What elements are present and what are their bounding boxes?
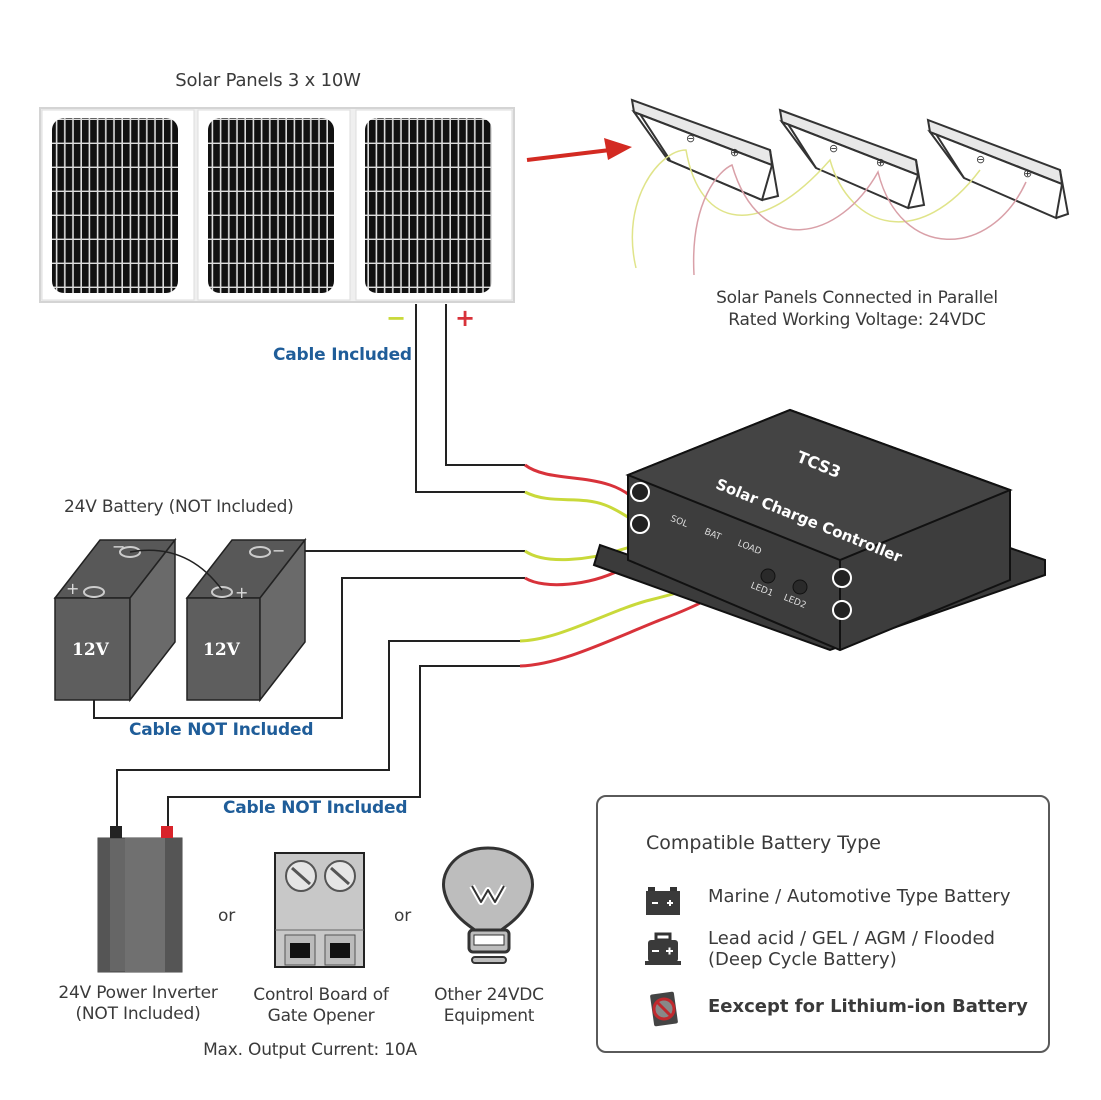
legend-item-lead-acid: Lead acid / GEL / AGM / Flooded (Deep Cy…	[708, 928, 995, 970]
svg-text:+: +	[66, 579, 79, 598]
parallel-caption-line2: Rated Working Voltage: 24VDC	[728, 310, 986, 330]
svg-text:⊖: ⊖	[686, 132, 695, 145]
svg-text:−: −	[112, 537, 125, 556]
charge-controller	[592, 408, 1046, 652]
tilted-panel-2: ⊖ ⊕	[778, 108, 926, 210]
battery-cable-note: Cable NOT Included	[129, 720, 314, 740]
load-cable-note: Cable NOT Included	[223, 798, 408, 818]
svg-text:⊕: ⊕	[1023, 167, 1032, 180]
or-separator-2: or	[394, 906, 411, 926]
svg-text:−: −	[272, 541, 285, 560]
legend-title: Compatible Battery Type	[646, 832, 881, 854]
deep-cycle-battery-icon	[645, 932, 681, 965]
other-equipment-label-line1: Other 24VDC	[434, 985, 544, 1005]
arrow-icon	[526, 138, 632, 162]
light-bulb-icon	[442, 846, 534, 964]
legend-item-lithium-exception: Eexcept for Lithium-ion Battery	[708, 996, 1028, 1017]
solar-panel-3	[355, 109, 513, 301]
solar-panel-array	[39, 107, 515, 303]
svg-text:⊖: ⊖	[829, 142, 838, 155]
parallel-caption-line1: Solar Panels Connected in Parallel	[716, 288, 998, 308]
panel-negative-label: −	[386, 304, 406, 332]
battery-cell-1	[53, 537, 177, 703]
inverter-label-line1: 24V Power Inverter	[58, 983, 218, 1003]
gate-opener-label-line1: Control Board of	[253, 985, 389, 1005]
gate-opener-label-line2: Gate Opener	[267, 1006, 375, 1026]
svg-text:⊖: ⊖	[976, 153, 985, 166]
or-separator-1: or	[218, 906, 235, 926]
terminal-block-icon	[274, 852, 365, 968]
inverter-icon	[97, 826, 183, 973]
no-lithium-battery-icon	[650, 991, 678, 1027]
solar-panel-2	[197, 109, 351, 301]
cable-included-label: Cable Included	[273, 345, 412, 365]
svg-text:+: +	[235, 583, 248, 602]
solar-panel-1	[41, 109, 195, 301]
tilted-panel-1: ⊖ ⊕	[630, 98, 780, 202]
solar-panels-title: Solar Panels 3 x 10W	[175, 70, 361, 91]
inverter-label-line2: (NOT Included)	[75, 1004, 201, 1024]
battery-pack: + − + −	[53, 537, 307, 703]
led1-indicator	[760, 568, 776, 584]
max-output-current: Max. Output Current: 10A	[203, 1040, 417, 1060]
tilted-panel-3: ⊖ ⊕	[926, 118, 1070, 220]
parallel-wires	[631, 149, 1027, 276]
svg-text:⊕: ⊕	[730, 146, 739, 159]
compatible-battery-legend: Compatible Battery Type Marine / Automot…	[596, 795, 1050, 1053]
car-battery-icon	[646, 887, 680, 915]
svg-text:⊕: ⊕	[876, 156, 885, 169]
led2-indicator	[792, 579, 808, 595]
legend-item-marine: Marine / Automotive Type Battery	[708, 886, 1011, 907]
series-jumper	[129, 549, 223, 591]
legend-item-lead-acid-line1: Lead acid / GEL / AGM / Flooded	[708, 928, 995, 949]
panel-cables	[415, 304, 525, 493]
parallel-panels: ⊖ ⊕ ⊖ ⊕ ⊖ ⊕	[630, 98, 1070, 220]
battery-cell-1-voltage: 12V	[72, 640, 109, 660]
panel-positive-label: +	[455, 304, 475, 332]
load-cables	[116, 640, 520, 830]
battery-title: 24V Battery (NOT Included)	[64, 497, 294, 517]
legend-item-lead-acid-line2: (Deep Cycle Battery)	[708, 949, 897, 970]
battery-cell-2-voltage: 12V	[203, 640, 240, 660]
other-equipment-label-line2: Equipment	[443, 1006, 535, 1026]
screw-icon	[630, 482, 852, 620]
battery-cell-2	[185, 537, 307, 703]
